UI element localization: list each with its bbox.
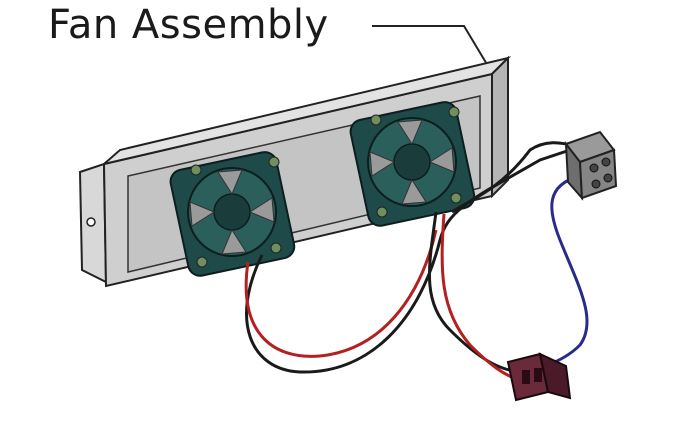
wire-black-2: [428, 211, 521, 374]
wire-red-2: [440, 213, 521, 382]
wire-red-1: [244, 229, 438, 358]
wire-black-3: [451, 141, 576, 214]
fan-left: [169, 151, 296, 277]
wire-blue: [545, 174, 589, 368]
fan-right: [349, 101, 476, 227]
leader-line: [372, 25, 489, 67]
callout-label: Fan Assembly: [48, 2, 329, 48]
terminal-block: [564, 130, 618, 201]
mounting-hole: [86, 217, 96, 227]
plug-connector: [506, 352, 572, 402]
